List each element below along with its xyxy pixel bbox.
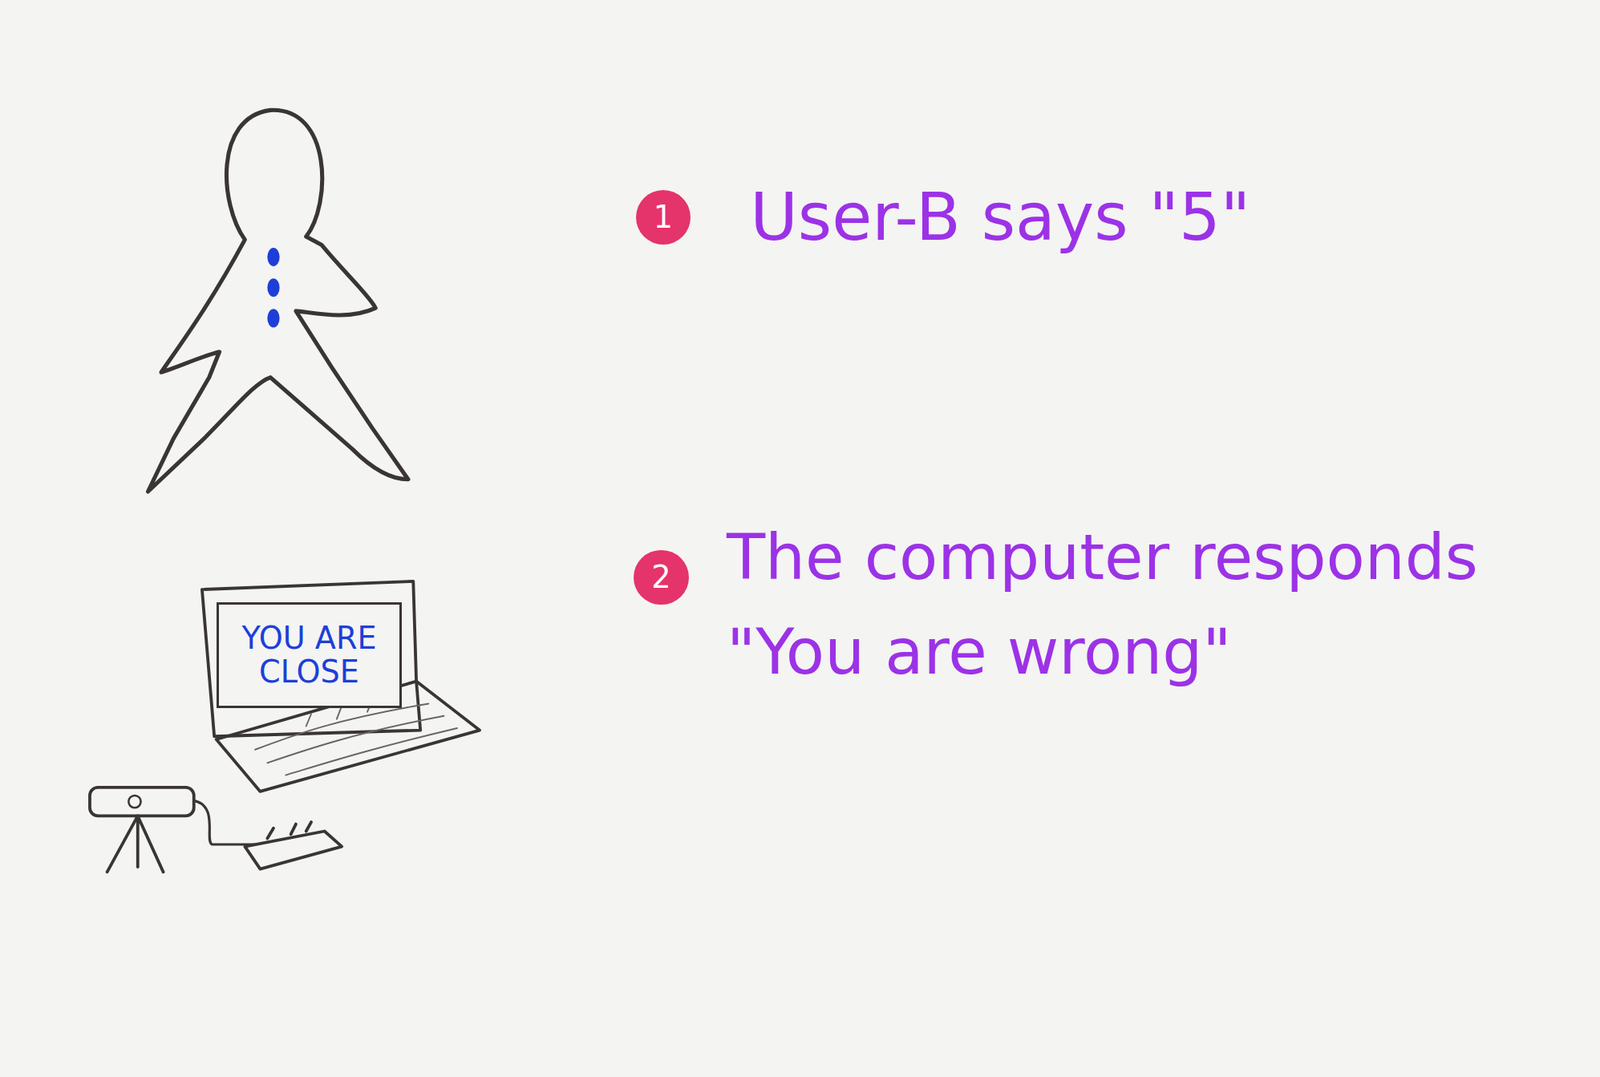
person-outline (147, 109, 408, 492)
laptop-keys (255, 699, 458, 775)
camera-tripod (107, 815, 164, 872)
camera-cable (194, 800, 256, 845)
callout-number: 2 (633, 550, 689, 606)
laptop-screen: YOU ARE CLOSE (216, 602, 403, 709)
step-note: The computer responds "You are wrong" (726, 510, 1574, 701)
callout-number: 1 (635, 190, 692, 246)
callout-text: 1 (653, 199, 673, 235)
camera-lens (128, 795, 141, 808)
screen-text: YOU ARE CLOSE (223, 621, 396, 689)
circuit-board (244, 822, 342, 870)
body-dots (267, 247, 280, 328)
camera-body (89, 787, 195, 817)
step-note: User-B says "5" (749, 168, 1546, 267)
callout-text: 2 (651, 559, 671, 596)
